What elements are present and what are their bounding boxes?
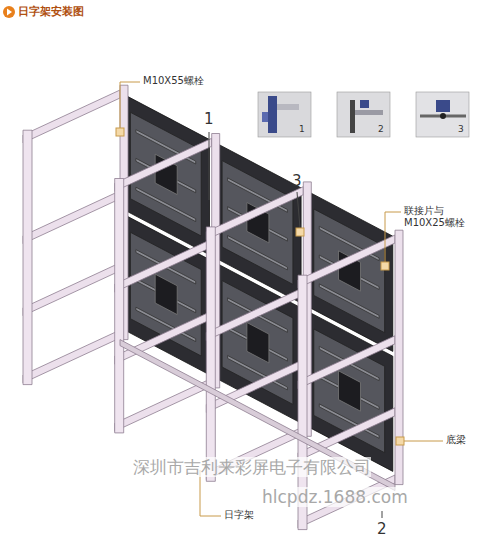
frame-post [23,130,32,384]
inset-number: 3 [458,124,464,135]
callout-number: 1 [204,110,214,128]
part-label: 联接片与M10X25螺栓 [404,205,470,229]
cabinet-rib [136,130,196,164]
inset-number: 1 [299,124,305,135]
cabinet-rib [319,226,379,260]
part-label: M10X55螺栓 [143,75,204,87]
part-label: 底梁 [446,434,466,446]
cabinet-rib [136,187,196,221]
frame-bar [298,336,395,389]
frame-bar [23,263,120,316]
inset-views [258,92,469,137]
callout-number: 2 [377,520,387,538]
inset-number: 2 [378,124,384,135]
frame-bar [298,408,395,461]
cabinet-box [339,371,361,411]
frame-post [115,179,124,433]
frame-bar [115,239,212,292]
frame-bar [23,191,120,244]
frame-bar [23,90,120,143]
title-icon [3,6,15,18]
cabinet-rib [319,284,379,318]
watermark: 深圳市吉利来彩屏电子有限公司 [133,457,371,477]
frame-bar [206,288,303,341]
frame-and-cabinets [23,85,403,529]
frame-bar [206,360,303,413]
callout-number: 3 [292,172,302,190]
frame-bar [23,330,120,383]
cabinet-box [247,323,269,363]
watermark: hlcpdz.1688.com [262,487,408,507]
cabinet-rib [228,178,288,212]
bottom-beam [120,340,395,491]
cabinet-rib [228,236,288,270]
title: 日字架安装图 [18,5,84,18]
frame-bar [298,235,395,288]
frame-post [395,230,403,484]
part-label: 日字架 [224,509,254,521]
leader-lines [116,82,443,518]
frame-bar [115,311,212,364]
cabinet-box [155,274,177,314]
frame-bar [115,138,212,191]
frame-bar [206,187,303,240]
frame-post [206,227,215,481]
